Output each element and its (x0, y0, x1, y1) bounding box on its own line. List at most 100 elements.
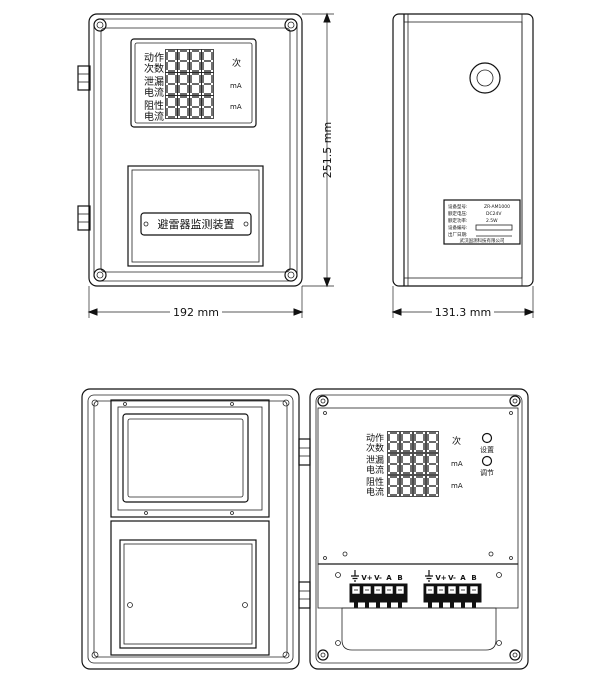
terminal-label: V- (374, 574, 382, 582)
digit-segments (401, 432, 412, 452)
depth-dimension: 131.3 mm (435, 306, 491, 319)
digit-segments (414, 454, 425, 474)
base-row3-label-b: 电流 (366, 486, 384, 498)
digit-cell (400, 475, 413, 497)
door-lower-frame (110, 520, 270, 656)
row3-label-a: 阻性 (144, 99, 164, 112)
base-digit-row1 (387, 431, 439, 453)
hinge-pin-upper (298, 438, 311, 466)
digit-segments (190, 73, 201, 95)
base-row1-label-a: 动作 (366, 432, 384, 444)
door-upper-frame (110, 399, 270, 518)
side-outline (392, 13, 534, 287)
digit-display-row3 (165, 95, 214, 119)
hinge-upper (77, 65, 91, 91)
base-row3-unit: mA (451, 482, 463, 490)
digit-cell (413, 475, 426, 497)
digit-segments (190, 50, 201, 72)
digit-cell (400, 431, 413, 453)
row3-unit: mA (230, 103, 242, 111)
digit-cell (426, 431, 439, 453)
base-digit-row3 (387, 475, 439, 497)
digit-segments (414, 432, 425, 452)
open-view-door (81, 388, 311, 670)
ground-symbol-icon (351, 570, 359, 582)
spec-line3-key: 额定功率: (448, 217, 468, 224)
row1-unit: 次 (232, 57, 241, 69)
terminal-label: V- (448, 574, 456, 582)
mount-mark (335, 572, 502, 646)
digit-segments (166, 50, 177, 72)
spec-line4-key: 设备编号: (448, 224, 468, 231)
row3-label-b: 电流 (144, 110, 164, 123)
row2-label-b: 电流 (144, 86, 164, 99)
digit-segments (388, 432, 399, 452)
digit-cell (413, 431, 426, 453)
digit-segments (388, 476, 399, 496)
terminal-label: A (460, 574, 466, 582)
terminal-label: V+ (361, 574, 372, 582)
digit-segments (178, 73, 189, 95)
digit-segments (202, 96, 213, 118)
nameplate (140, 212, 252, 236)
door-window (122, 413, 249, 503)
housing-outline (88, 13, 303, 287)
nameplate-text: 避雷器监测装置 (158, 217, 235, 231)
base-outline (309, 388, 529, 670)
digit-cell (426, 475, 439, 497)
base-digit-row2 (387, 453, 439, 475)
spec-line5-key: 出厂日期: (448, 231, 468, 238)
hinge-lower (77, 205, 91, 231)
spec-maker: 武汉国测科技有限公司 (460, 237, 505, 244)
spec-line3-val: 2.5W (486, 218, 498, 224)
digit-segments (388, 454, 399, 474)
spec-line1-key: 设备型号: (448, 203, 468, 210)
side-view: 设备型号: ZR-AM1000 额定电压: DC24V 额定功率: 2.5W 设… (391, 13, 535, 319)
row1-label-b: 次数 (144, 62, 164, 75)
digit-segments (401, 476, 412, 496)
terminal-label: A (386, 574, 392, 582)
row1-label-a: 动作 (144, 52, 164, 64)
digit-display-row1 (165, 49, 214, 73)
display-window (130, 38, 257, 128)
ground-symbol-icon (425, 570, 433, 582)
base-row1-unit: 次 (452, 435, 461, 447)
digit-cell (387, 431, 400, 453)
digit-segments (427, 454, 438, 474)
door-outline (81, 388, 300, 670)
cable-chamber (341, 607, 497, 651)
digit-cell (387, 453, 400, 475)
digit-segments (401, 454, 412, 474)
digit-segments (178, 50, 189, 72)
corner-screw (93, 18, 298, 282)
digit-cell (426, 453, 439, 475)
spec-line1-val: ZR-AM1000 (484, 204, 510, 210)
terminal-label: B (471, 574, 476, 582)
base-row2-label-b: 电流 (366, 464, 384, 476)
set-button[interactable] (481, 432, 493, 444)
digit-segments (427, 476, 438, 496)
front-view: 动作 次数 泄漏 电流 阻性 电流 次 mA mA 避雷器监测装置 251.5 … (77, 12, 334, 319)
door-lower-cover (119, 539, 257, 649)
adjust-button[interactable] (481, 455, 493, 467)
row2-unit: mA (230, 82, 242, 90)
adjust-button-label: 调节 (480, 468, 494, 477)
hinge-pin-lower (298, 581, 311, 609)
lower-cover (127, 165, 264, 267)
digit-cell (201, 95, 214, 119)
digit-segments (202, 50, 213, 72)
digit-cell (400, 453, 413, 475)
digit-cell (413, 453, 426, 475)
digit-segments (166, 96, 177, 118)
base-row1-label-b: 次数 (366, 442, 384, 454)
terminal-label: V+ (435, 574, 446, 582)
digit-segments (202, 73, 213, 95)
digit-cell (387, 475, 400, 497)
row2-label-a: 泄漏 (144, 75, 164, 88)
digit-segments (178, 96, 189, 118)
height-dimension: 251.5 mm (321, 122, 334, 178)
